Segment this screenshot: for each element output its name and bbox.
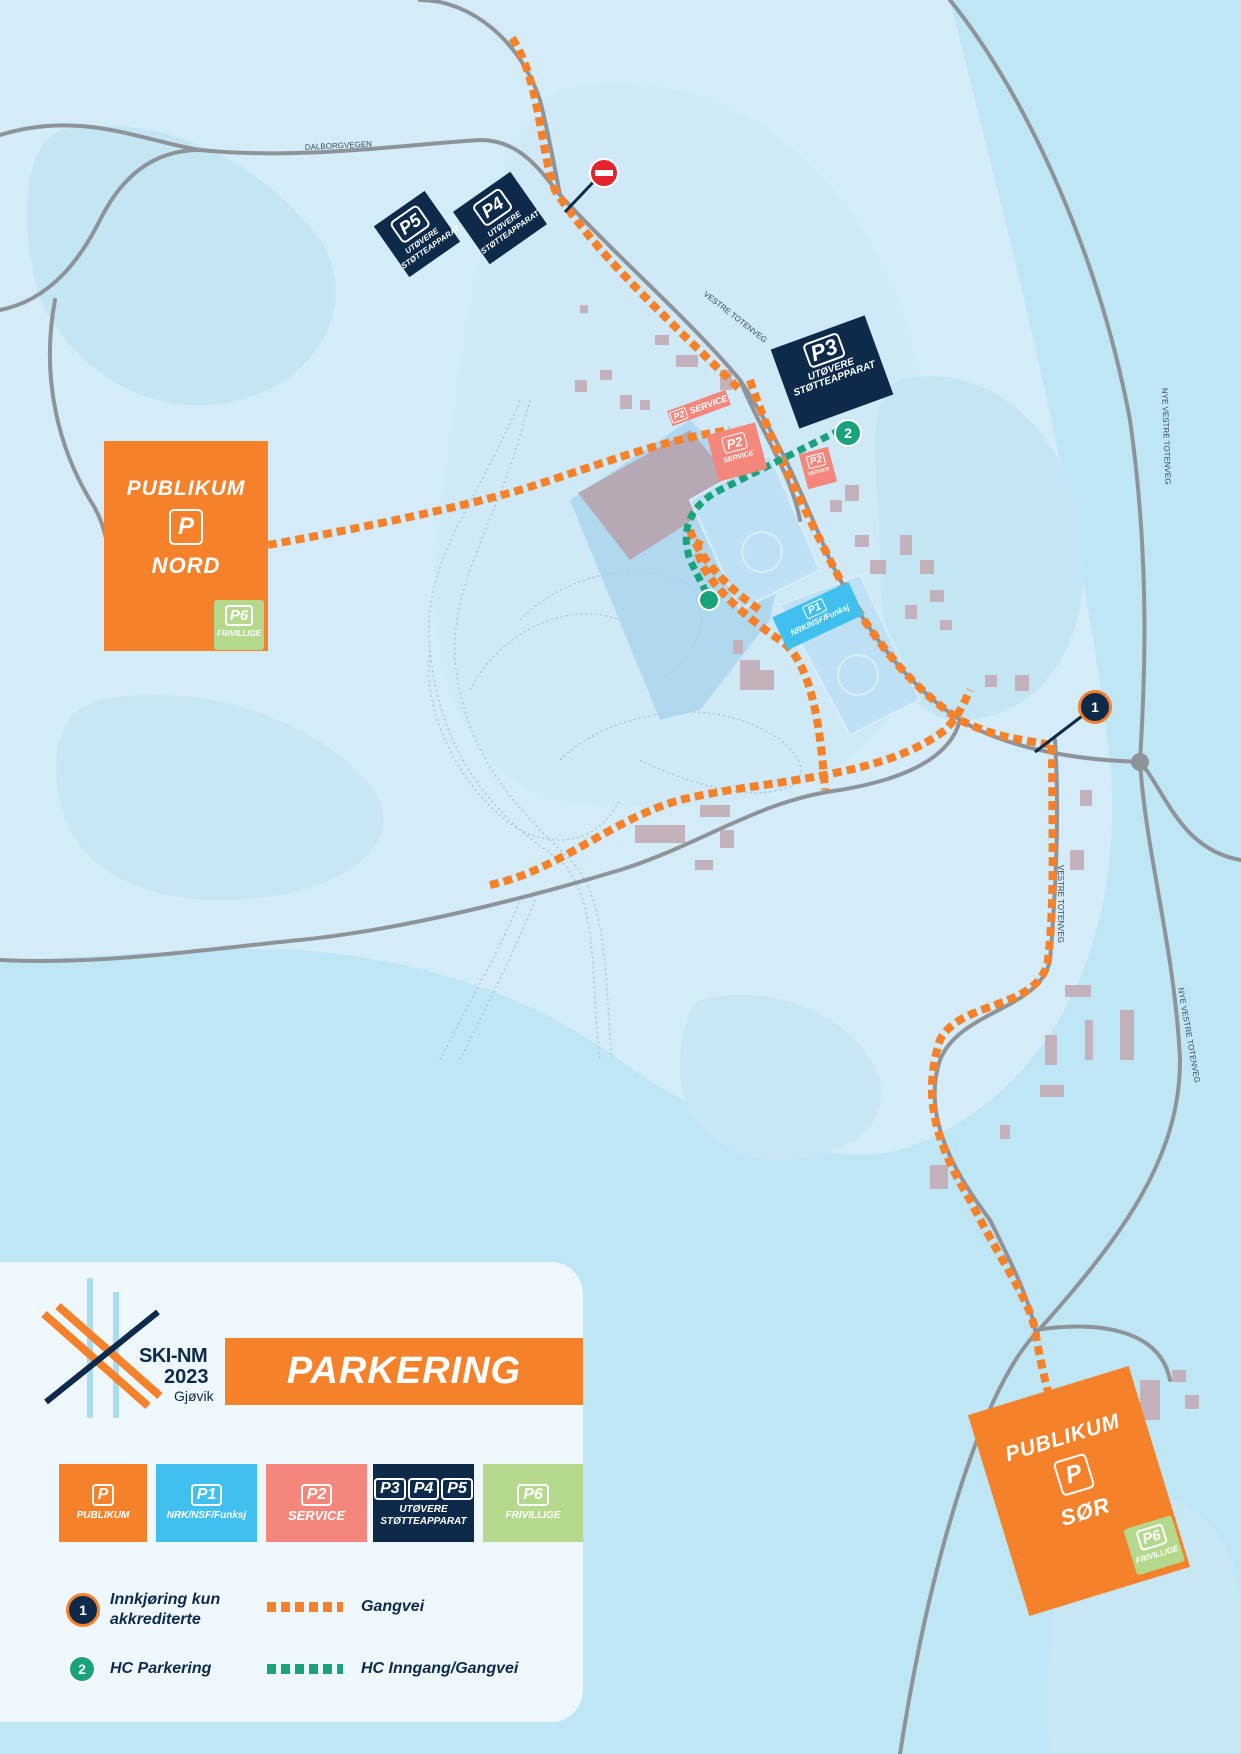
- swatch-p5-badge: P5: [441, 1478, 473, 1500]
- swatch-publikum: P PUBLIKUM: [59, 1464, 147, 1542]
- p6-nord-badge: P6: [224, 605, 254, 626]
- nord-name: PUBLIKUM: [126, 477, 246, 500]
- forest-patch: [875, 376, 1084, 720]
- legend-footpath: Gangvei: [267, 1597, 424, 1617]
- logo-year: 2023: [164, 1366, 209, 1388]
- swatch-p1-label: NRK/NSF/Funksj: [166, 1510, 247, 1521]
- hc-parking-marker[interactable]: 2: [834, 419, 862, 447]
- footpath-nord-parking: [267, 426, 731, 549]
- parking-p6-nord[interactable]: P6 FRIVILLIGE: [214, 600, 264, 650]
- legend-entry-marker: 1: [66, 1593, 100, 1627]
- forest-patch: [26, 125, 336, 406]
- road-south-branch: [1138, 760, 1241, 862]
- swatch-p2-badge: P2: [300, 1484, 333, 1506]
- no-entry-sign: [589, 158, 619, 188]
- buildings: [575, 305, 1199, 1420]
- nord-direction: NORD: [151, 553, 221, 578]
- legend-accredited-line2: akkrediterte: [110, 1611, 201, 1628]
- swatch-p1: P1 NRK/NSF/Funksj: [156, 1464, 257, 1542]
- footpath-south: [927, 744, 1057, 1401]
- hc-point-marker: [698, 589, 720, 611]
- title-banner: PARKERING: [225, 1338, 583, 1405]
- legend-footpath-label: Gangvei: [361, 1598, 425, 1615]
- hc-path-swatch: [267, 1664, 343, 1674]
- hc-paths: [682, 426, 842, 602]
- swatch-athletes-label-2: STØTTEAPPARAT: [380, 1516, 467, 1527]
- road-label-nye-vestre-1: NYE VESTRE TOTENVEG: [1160, 388, 1172, 485]
- swatch-p6-label: FRIVILLIGE: [505, 1510, 561, 1521]
- road-label-dalborgvegen: DALBORGVEGEN: [305, 139, 373, 152]
- swatch-publikum-badge: P: [91, 1484, 115, 1506]
- road-north-top: [418, 0, 562, 197]
- swatch-p3-badge: P3: [374, 1478, 406, 1500]
- legend-accredited: 1 Innkjøring kun akkrediterte: [66, 1590, 220, 1630]
- logo-city: Gjøvik: [174, 1388, 214, 1404]
- legend-hc-path-label: HC Inngang/Gangvei: [361, 1660, 519, 1677]
- footpath-loop: [489, 688, 974, 889]
- swatch-publikum-label: PUBLIKUM: [76, 1510, 130, 1521]
- road-northwest: [0, 148, 202, 312]
- swatch-p6-badge: P6: [517, 1484, 549, 1506]
- footpath-inner: [694, 538, 829, 791]
- field-circle: [741, 531, 783, 573]
- footpath-swatch: [267, 1602, 343, 1612]
- page-title: PARKERING: [286, 1350, 522, 1392]
- p2-main-badge: P2: [720, 431, 749, 455]
- swatch-athletes-label-1: UTØVERE: [399, 1504, 448, 1515]
- legend-hc-parking-label: HC Parkering: [110, 1660, 212, 1677]
- swatch-p2-label: SERVICE: [287, 1508, 346, 1523]
- forest-patch: [680, 994, 882, 1160]
- legend-accredited-line1: Innkjøring kun: [110, 1591, 221, 1608]
- sor-p-badge: P: [1052, 1452, 1096, 1497]
- entry-marker[interactable]: 1: [1078, 690, 1112, 724]
- road-lower-west: [0, 718, 962, 963]
- footpath-north: [508, 35, 743, 393]
- swatch-p4-badge: P4: [407, 1478, 440, 1500]
- road-nye-vestre: [898, 0, 1183, 1754]
- parking-p6-sor[interactable]: P6 FRIVILLIGE: [1123, 1515, 1186, 1576]
- roundabout: [1131, 753, 1149, 771]
- forest-patch: [56, 694, 384, 900]
- ski-nm-logo-mark: [41, 1278, 163, 1418]
- legend-hc-path: HC Inngang/Gangvei: [267, 1659, 518, 1679]
- road-label-vestre-toten-south: VESTRE TOTENVEG: [1056, 865, 1065, 943]
- logo-title: SKI-NM: [139, 1345, 208, 1367]
- field-circle: [837, 654, 879, 696]
- nord-p-badge: P: [169, 509, 203, 545]
- p6-nord-label: FRIVILLIGE: [217, 629, 261, 638]
- legend-hc-marker: 2: [68, 1655, 96, 1683]
- swatch-p6: P6 FRIVILLIGE: [483, 1464, 583, 1542]
- swatch-p2: P2 SERVICE: [266, 1464, 367, 1542]
- swatch-p1-badge: P1: [190, 1484, 223, 1506]
- legend-hc-parking: 2 HC Parkering: [68, 1655, 211, 1683]
- stadium-building: [578, 430, 740, 560]
